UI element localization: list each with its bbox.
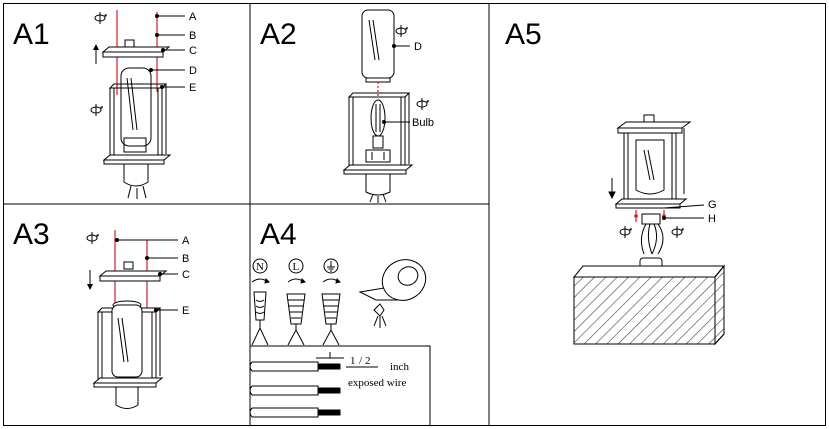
a5-drawing	[572, 114, 726, 346]
rotate-icon	[94, 11, 108, 25]
a5-label-h: H	[708, 213, 716, 225]
a4-fraction: 1 / 2	[346, 355, 378, 368]
arrow-up-icon	[93, 44, 99, 64]
a4-symbol-neutral: N	[256, 261, 264, 273]
rotate-icon	[86, 231, 100, 245]
a1-label-c: C	[189, 45, 197, 57]
rotate-icon	[90, 103, 104, 117]
panel-title-a2: A2	[260, 18, 297, 51]
a4-caption: exposed wire	[348, 377, 406, 389]
tape-roll-icon	[358, 259, 427, 328]
panel-title-a1: A1	[13, 18, 50, 51]
a1-label-e: E	[189, 82, 196, 94]
a5-label-g: G	[708, 199, 717, 211]
a1-label-a: A	[189, 11, 197, 23]
ground-icon	[327, 261, 335, 272]
svg-text:/: /	[359, 355, 363, 367]
a4-unit: inch	[390, 361, 409, 373]
panel-title-a4: A4	[260, 218, 297, 251]
panel-title-a3: A3	[13, 218, 50, 251]
a2-label-bulb: Bulb	[412, 117, 434, 129]
a1-label-d: D	[189, 65, 197, 77]
arrow-down-icon	[87, 270, 93, 290]
rotate-icon	[619, 225, 633, 239]
a3-label-b: B	[182, 253, 189, 265]
a2-label-d: D	[414, 41, 422, 53]
a1-drawing	[101, 10, 185, 199]
a2-drawing	[342, 9, 414, 203]
wire-nut-icon	[321, 293, 341, 346]
a3-drawing	[92, 230, 178, 409]
a1-label-b: B	[189, 30, 196, 42]
a4-drawing	[249, 258, 431, 425]
rotate-icon	[671, 225, 685, 239]
svg-text:1: 1	[350, 355, 356, 367]
wire-nut-icon	[286, 293, 306, 346]
svg-text:2: 2	[365, 355, 371, 367]
rotate-icon	[416, 97, 430, 111]
panel-title-a5: A5	[505, 18, 542, 51]
a4-symbol-line: L	[293, 261, 300, 273]
a3-label-a: A	[182, 235, 190, 247]
rotate-icon	[395, 24, 409, 38]
a3-label-e: E	[182, 305, 189, 317]
a3-label-c: C	[182, 269, 190, 281]
panel-grid	[3, 3, 826, 426]
